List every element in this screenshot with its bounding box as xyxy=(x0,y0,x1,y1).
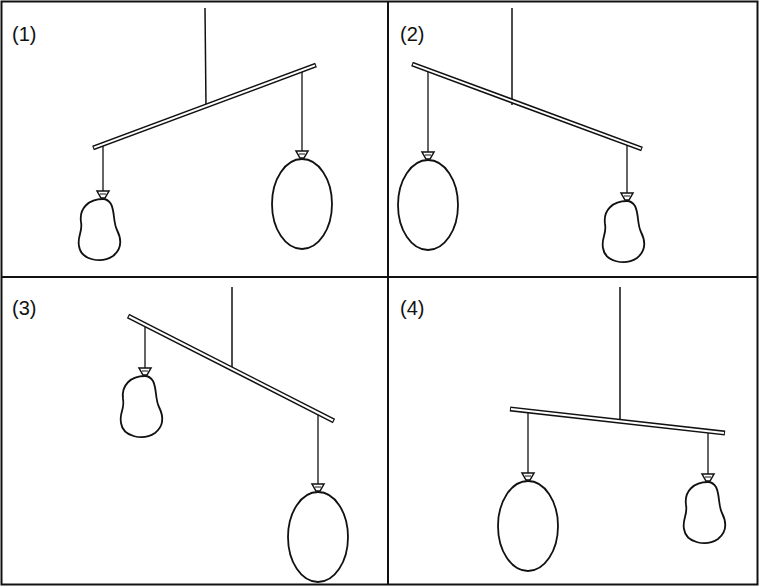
mobile-1 xyxy=(79,8,332,260)
panel-number: (3) xyxy=(12,298,36,318)
panel-number: (1) xyxy=(12,24,36,44)
mobile-4 xyxy=(498,287,725,571)
mobile-3 xyxy=(121,287,348,582)
mobile-2 xyxy=(398,8,644,262)
panel-number: (4) xyxy=(400,298,424,318)
panel-number: (2) xyxy=(400,24,424,44)
